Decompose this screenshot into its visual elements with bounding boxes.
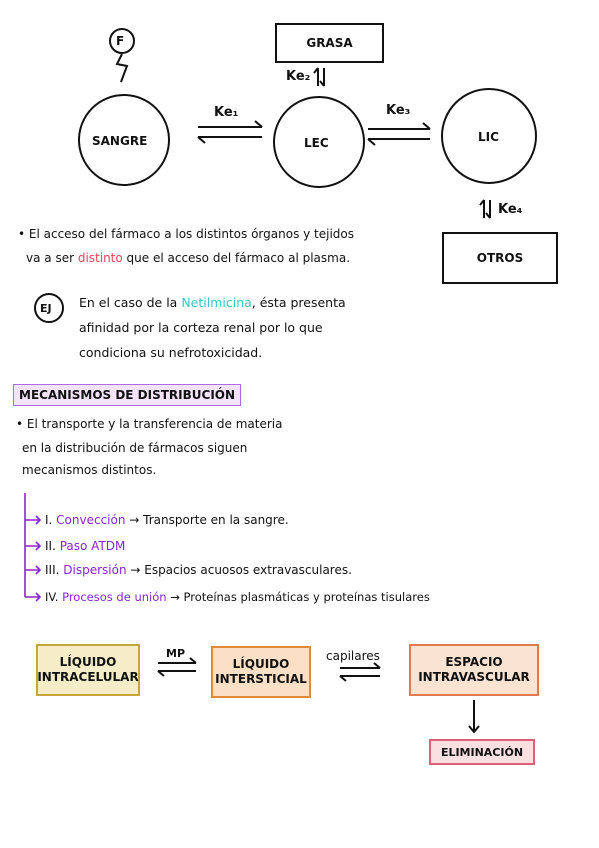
item-name: Procesos de unión <box>62 590 167 604</box>
eliminacion-label: ELIMINACIÓN <box>440 745 524 759</box>
lic-label: LIC <box>478 130 499 144</box>
otros-label: OTROS <box>476 250 524 265</box>
liquido-intersticial-box: LÍQUIDO INTERSTICIAL <box>211 646 311 698</box>
item-name: Convección <box>56 513 126 527</box>
note-line-2b: que el acceso del fármaco al plasma. <box>122 251 351 265</box>
liquido-intracelular-label: LÍQUIDO INTRACELULAR <box>37 655 139 684</box>
capilares-label: capilares <box>326 649 380 663</box>
note-line-2a: va a ser <box>26 251 78 265</box>
example-line-1b: , ésta presenta <box>251 295 346 310</box>
mechanism-item: IV. Procesos de unión → Proteínas plasmá… <box>45 589 430 605</box>
item-desc: → Proteínas plasmáticas y proteínas tisu… <box>166 590 430 604</box>
lec-label: LEC <box>304 136 329 150</box>
ke3-label: Ke₃ <box>386 103 411 118</box>
mechanism-item: III. Dispersión → Espacios acuosos extra… <box>45 562 352 578</box>
lightning-icon <box>115 53 129 83</box>
liquido-intracelular-box: LÍQUIDO INTRACELULAR <box>36 644 140 696</box>
ej-marker: EJ <box>40 302 52 315</box>
note-line-1: • El acceso del fármaco a los distintos … <box>18 227 355 241</box>
item-name: Paso ATDM <box>59 539 126 553</box>
sangre-label: SANGRE <box>92 134 148 148</box>
mechanisms-intro-2: en la distribución de fármacos siguen <box>22 441 248 455</box>
example-line-2: afinidad por la corteza renal por lo que <box>79 320 323 335</box>
mechanisms-intro-3: mecanismos distintos. <box>22 463 157 477</box>
mechanisms-intro-1: • El transporte y la transferencia de ma… <box>16 417 283 431</box>
item-name: Dispersión <box>63 563 127 577</box>
item-num: IV. <box>45 590 63 604</box>
ke1-label: Ke₁ <box>214 105 239 120</box>
sangre-circle <box>78 94 170 186</box>
capilares-arrows <box>339 662 381 682</box>
mp-label: MP <box>166 647 186 660</box>
mechanisms-title: MECANISMOS DE DISTRIBUCIÓN <box>13 384 242 406</box>
f-circle <box>109 28 135 54</box>
mp-arrows <box>157 657 197 677</box>
mechanism-item: I. Convección → Transporte en la sangre. <box>45 512 289 528</box>
ke3-arrows <box>367 122 431 146</box>
ke4-label: Ke₄ <box>498 202 523 217</box>
down-arrow <box>468 700 480 734</box>
lec-circle <box>273 96 365 188</box>
ke2-label: Ke₂ <box>286 69 311 84</box>
note-line-2: va a ser distinto que el acceso del fárm… <box>26 250 350 266</box>
ke4-arrows <box>479 199 491 219</box>
otros-box: OTROS <box>442 232 558 284</box>
eliminacion-box: ELIMINACIÓN <box>429 739 535 765</box>
espacio-intravascular-label: ESPACIO INTRAVASCULAR <box>418 655 530 684</box>
ke2-arrows <box>313 67 325 87</box>
example-line-3: condiciona su nefrotoxicidad. <box>79 345 263 360</box>
item-desc: → Espacios acuosos extravasculares. <box>126 563 352 577</box>
note-highlight: distinto <box>77 251 123 265</box>
list-bracket <box>24 493 42 602</box>
lic-circle <box>441 88 537 184</box>
mechanism-item: II. Paso ATDM <box>45 538 125 554</box>
item-num: II. <box>45 539 60 553</box>
grasa-label: GRASA <box>306 35 353 50</box>
example-line-1: En el caso de la Netilmicina, ésta prese… <box>79 295 346 311</box>
item-num: I. <box>45 513 57 527</box>
item-desc: → Transporte en la sangre. <box>125 513 289 527</box>
liquido-intersticial-label: LÍQUIDO INTERSTICIAL <box>215 657 307 686</box>
item-num: III. <box>45 563 64 577</box>
example-highlight: Netilmicina <box>181 295 252 310</box>
ke1-arrows <box>197 120 263 144</box>
f-label: F <box>116 34 125 48</box>
grasa-box: GRASA <box>275 23 384 63</box>
example-line-1a: En el caso de la <box>79 295 182 310</box>
espacio-intravascular-box: ESPACIO INTRAVASCULAR <box>409 644 539 696</box>
ej-circle <box>34 293 64 323</box>
